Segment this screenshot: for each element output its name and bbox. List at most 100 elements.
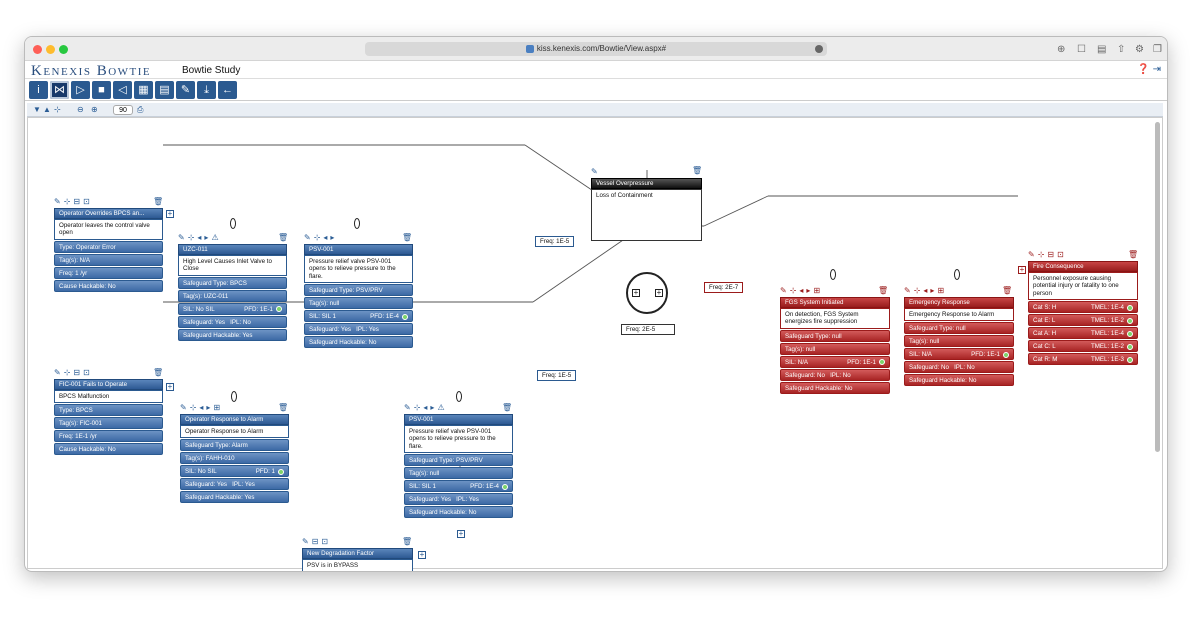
edit-icon[interactable]: ✎ bbox=[904, 286, 911, 295]
move-icon[interactable]: ⊹ bbox=[63, 197, 71, 206]
collapse-icon[interactable]: ⊟ bbox=[1047, 250, 1055, 259]
barrier-node[interactable]: PSV-001 Pressure relief valve PSV-001 op… bbox=[404, 414, 513, 519]
top-event-hub[interactable]: + + bbox=[626, 272, 668, 314]
move-left-icon[interactable]: ◂ bbox=[799, 286, 804, 295]
help-icon[interactable]: ❓ bbox=[1137, 64, 1150, 75]
mitigation-barrier-node[interactable]: FGS System Initiated On detection, FGS S… bbox=[780, 297, 890, 394]
move-icon[interactable]: ⊹ bbox=[63, 368, 71, 377]
threat-node[interactable]: Operator Overrides BPCS an... Operator l… bbox=[54, 208, 163, 292]
zoom-out-icon[interactable]: ⊖ bbox=[77, 105, 84, 114]
move-icon[interactable]: ⊹ bbox=[913, 286, 921, 295]
degrade-icon[interactable]: ⚠ bbox=[211, 233, 219, 242]
fit-icon[interactable]: ⊹ bbox=[54, 105, 61, 114]
collapse-up-icon[interactable]: ▲ bbox=[43, 105, 51, 114]
move-icon[interactable]: ⊹ bbox=[413, 403, 421, 412]
add-barrier-button[interactable]: + bbox=[1018, 265, 1026, 274]
move-left-icon[interactable]: ◂ bbox=[923, 286, 928, 295]
zoom-window-button[interactable] bbox=[59, 45, 68, 54]
move-right-icon[interactable]: ▸ bbox=[330, 233, 335, 242]
collapse-icon[interactable]: ⊟ bbox=[73, 368, 81, 377]
edit-icon[interactable]: ✎ bbox=[178, 233, 185, 242]
bowtie-view-button[interactable]: ⋈ bbox=[50, 81, 69, 99]
edit-icon[interactable]: ✎ bbox=[180, 403, 187, 412]
table-view-button[interactable]: ▦ bbox=[134, 81, 153, 99]
share-icon[interactable]: ⇧ bbox=[1117, 44, 1126, 55]
move-right-icon[interactable]: ▸ bbox=[206, 403, 211, 412]
trash-icon[interactable]: 🗑 bbox=[502, 403, 513, 412]
edit-icon[interactable]: ✎ bbox=[54, 368, 61, 377]
tools-button[interactable]: ✎ bbox=[176, 81, 195, 99]
edit-icon[interactable]: ✎ bbox=[304, 233, 311, 242]
edit-icon[interactable]: ✎ bbox=[1028, 250, 1035, 259]
move-icon[interactable]: ⊹ bbox=[313, 233, 321, 242]
move-icon[interactable]: ⊹ bbox=[1037, 250, 1045, 259]
trash-icon[interactable]: 🗑 bbox=[1128, 250, 1139, 259]
add-icon[interactable]: ⊞ bbox=[813, 286, 821, 295]
consequence-node[interactable]: Fire Consequence Personnel exposure caus… bbox=[1028, 261, 1138, 366]
collapse-icon[interactable]: ⊟ bbox=[311, 537, 319, 546]
hazard-view-button[interactable]: ■ bbox=[92, 81, 111, 99]
edit-icon[interactable]: ✎ bbox=[302, 537, 309, 546]
trash-icon[interactable]: 🗑 bbox=[278, 233, 289, 242]
reload-icon[interactable] bbox=[815, 45, 823, 53]
add-threat-button[interactable]: + bbox=[632, 288, 640, 297]
zoom-in-icon[interactable]: ⊕ bbox=[91, 105, 98, 114]
add-button[interactable]: + bbox=[418, 550, 426, 559]
add-icon[interactable]: ⊞ bbox=[213, 403, 221, 412]
edit-icon[interactable]: ✎ bbox=[780, 286, 787, 295]
barrier-node[interactable]: Operator Response to Alarm Operator Resp… bbox=[180, 414, 289, 504]
move-icon[interactable]: ⊹ bbox=[789, 286, 797, 295]
edit-icon[interactable]: ✎ bbox=[591, 167, 598, 176]
back-button[interactable]: ← bbox=[218, 81, 237, 99]
trash-icon[interactable]: 🗑 bbox=[402, 537, 413, 546]
move-right-icon[interactable]: ▸ bbox=[430, 403, 435, 412]
expand-icon[interactable]: ⊡ bbox=[321, 537, 329, 546]
add-consequence-button[interactable]: + bbox=[655, 288, 663, 297]
degradation-node[interactable]: New Degradation Factor PSV is in BYPASS bbox=[302, 548, 413, 571]
add-barrier-button[interactable]: + bbox=[166, 209, 174, 218]
collapse-icon[interactable]: ⊟ bbox=[73, 197, 81, 206]
print-canvas-icon[interactable]: ⎙ bbox=[137, 105, 144, 114]
tabs-icon[interactable]: ❐ bbox=[1153, 44, 1162, 55]
info-button[interactable]: i bbox=[29, 81, 48, 99]
move-icon[interactable]: ⊹ bbox=[187, 233, 195, 242]
print-button[interactable]: ▤ bbox=[155, 81, 174, 99]
move-right-icon[interactable]: ▸ bbox=[930, 286, 935, 295]
trash-icon[interactable]: 🗑 bbox=[278, 403, 289, 412]
barrier-node[interactable]: UZC-011 High Level Causes Inlet Valve to… bbox=[178, 244, 287, 341]
add-barrier-button[interactable]: + bbox=[166, 382, 174, 391]
move-left-icon[interactable]: ◂ bbox=[199, 403, 204, 412]
zoom-select[interactable]: 90 bbox=[113, 105, 133, 115]
barrier-node[interactable]: PSV-001 Pressure relief valve PSV-001 op… bbox=[304, 244, 413, 349]
bowtie-canvas[interactable]: ✎ 🗑 Vessel Overpressure Loss of Containm… bbox=[27, 117, 1163, 571]
download-button[interactable]: ⤓ bbox=[197, 81, 216, 99]
edit-icon[interactable]: ✎ bbox=[404, 403, 411, 412]
expand-icon[interactable]: ⊡ bbox=[1057, 250, 1064, 259]
trash-icon[interactable]: 🗑 bbox=[1002, 286, 1013, 295]
trash-icon[interactable]: 🗑 bbox=[692, 166, 703, 175]
move-icon[interactable]: ⊹ bbox=[189, 403, 197, 412]
expand-icon[interactable]: ⊡ bbox=[83, 197, 90, 206]
threat-node[interactable]: FIC-001 Fails to Operate BPCS Malfunctio… bbox=[54, 379, 163, 456]
download-icon[interactable]: ⊕ bbox=[1057, 44, 1066, 55]
trash-icon[interactable]: 🗑 bbox=[402, 233, 413, 242]
consequence-view-button[interactable]: ◁ bbox=[113, 81, 132, 99]
degrade-icon[interactable]: ⚠ bbox=[437, 403, 445, 412]
threat-view-button[interactable]: ▷ bbox=[71, 81, 90, 99]
minimize-window-button[interactable] bbox=[46, 45, 55, 54]
trash-icon[interactable]: 🗑 bbox=[153, 197, 164, 206]
address-bar[interactable]: kiss.kenexis.com/Bowtie/View.aspx# bbox=[365, 42, 827, 56]
add-degradation-button[interactable]: + bbox=[457, 529, 465, 538]
close-window-button[interactable] bbox=[33, 45, 42, 54]
print-icon[interactable]: ▤ bbox=[1097, 44, 1107, 55]
expand-icon[interactable]: ⊡ bbox=[83, 368, 90, 377]
hazard-node[interactable]: Vessel Overpressure Loss of Containment bbox=[591, 178, 702, 241]
settings-icon[interactable]: ⚙ bbox=[1135, 44, 1144, 55]
logout-icon[interactable]: ⇥ bbox=[1152, 64, 1161, 75]
move-left-icon[interactable]: ◂ bbox=[323, 233, 328, 242]
reader-icon[interactable]: ☐ bbox=[1077, 44, 1086, 55]
add-icon[interactable]: ⊞ bbox=[937, 286, 945, 295]
edit-icon[interactable]: ✎ bbox=[54, 197, 61, 206]
trash-icon[interactable]: 🗑 bbox=[153, 368, 164, 377]
move-right-icon[interactable]: ▸ bbox=[204, 233, 209, 242]
